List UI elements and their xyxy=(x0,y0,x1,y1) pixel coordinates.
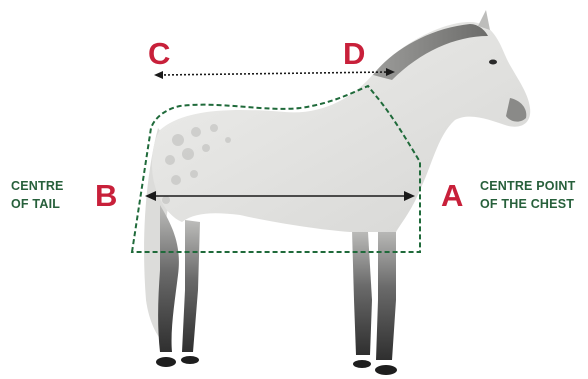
horse-far-front-leg xyxy=(352,230,372,355)
horse-eye xyxy=(489,60,497,65)
caption-tail-line-2: OF TAIL xyxy=(11,195,64,213)
label-d: D xyxy=(343,38,365,69)
label-a: A xyxy=(441,180,463,211)
horse-far-hind-leg xyxy=(182,220,200,352)
label-b: B xyxy=(95,180,117,211)
caption-tail-line-1: CENTRE xyxy=(11,177,64,195)
horse-near-front-leg xyxy=(376,228,396,360)
caption-centre-of-tail: CENTRE OF TAIL xyxy=(11,177,64,213)
caption-centre-point-of-chest: CENTRE POINT OF THE CHEST xyxy=(480,177,575,213)
horse-near-hind-leg xyxy=(158,205,179,352)
caption-chest-line-2: OF THE CHEST xyxy=(480,195,575,213)
horse-body xyxy=(152,22,530,232)
horse-hooves xyxy=(156,356,397,375)
label-c: C xyxy=(148,38,170,69)
caption-chest-line-1: CENTRE POINT xyxy=(480,177,575,195)
